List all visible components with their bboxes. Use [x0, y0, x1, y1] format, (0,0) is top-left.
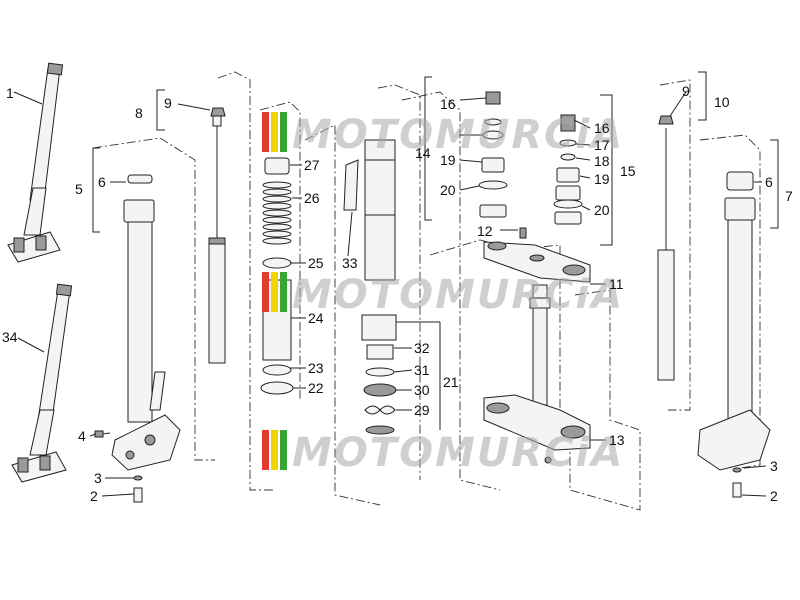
watermark-text: MOTOMURCiA	[292, 112, 624, 158]
callout-11: 11	[609, 276, 624, 292]
callout-12: 12	[477, 223, 493, 239]
watermark-logo-top: MOTOMURCiA	[262, 112, 624, 158]
fork-leg-complete-lower	[11, 283, 73, 483]
callout-4: 4	[78, 428, 86, 444]
callout-9-right: 9	[682, 83, 690, 99]
callout-33: 33	[342, 255, 358, 271]
callout-34: 34	[2, 329, 18, 345]
upper-triple-clamp	[483, 227, 591, 283]
damper-rod-right	[657, 115, 675, 381]
spring-coil	[262, 181, 292, 245]
damper-rod	[208, 107, 226, 364]
callout-14: 14	[415, 145, 431, 161]
fork-outer-tube-right	[697, 171, 771, 498]
leader-lines	[13, 91, 767, 497]
watermark-logo-middle: MOTOMURCiA	[262, 272, 624, 318]
lower-triple-clamp	[483, 284, 591, 464]
callout-29: 29	[414, 402, 430, 418]
steering-bearings-left	[478, 91, 508, 218]
fork-outer-tube	[111, 174, 181, 471]
fork-inner-tube	[343, 139, 397, 435]
callout-2: 2	[90, 488, 98, 504]
callout-17: 17	[594, 137, 610, 153]
callout-labels: 1 34 5 6 8 9 4 3 2 27 26 25 24 23 22 33 …	[2, 83, 793, 504]
callout-7: 7	[785, 188, 793, 204]
callout-10: 10	[714, 94, 730, 110]
callout-16-right: 16	[594, 120, 610, 136]
callout-15: 15	[620, 163, 636, 179]
fork-leg-complete-upper	[7, 62, 64, 263]
callout-1: 1	[6, 85, 14, 101]
callout-13: 13	[609, 432, 625, 448]
dashed-assembly-lines	[92, 71, 761, 511]
callout-32: 32	[414, 340, 430, 356]
callout-5: 5	[75, 181, 83, 197]
bracket-lines	[92, 71, 779, 430]
watermark: MOTOMURCiA MOTOMURCiA MOTOMURCiA	[262, 112, 624, 476]
callout-25: 25	[308, 255, 324, 271]
callout-31: 31	[414, 362, 430, 378]
callout-30: 30	[414, 382, 430, 398]
steering-bearings-right	[553, 114, 583, 225]
callout-6: 6	[98, 174, 106, 190]
callout-22: 22	[308, 380, 324, 396]
watermark-logo-bottom: MOTOMURCiA	[262, 430, 624, 476]
callout-24: 24	[308, 310, 324, 326]
callout-27: 27	[304, 157, 320, 173]
callout-19-left: 19	[440, 152, 456, 168]
callout-6-right: 6	[765, 174, 773, 190]
callout-16-left: 16	[440, 96, 456, 112]
callout-3-right: 3	[770, 458, 778, 474]
callout-20-right: 20	[594, 202, 610, 218]
callout-26: 26	[304, 190, 320, 206]
callout-21: 21	[443, 374, 459, 390]
callout-23: 23	[308, 360, 324, 376]
callout-3: 3	[94, 470, 102, 486]
callout-8: 8	[135, 105, 143, 121]
watermark-text: MOTOMURCiA	[292, 430, 624, 476]
callout-2-right: 2	[770, 488, 778, 504]
callout-19-right: 19	[594, 171, 610, 187]
callout-9: 9	[164, 95, 172, 111]
callout-18: 18	[594, 153, 610, 169]
callout-20-left: 20	[440, 182, 456, 198]
watermark-text: MOTOMURCiA	[292, 272, 624, 318]
